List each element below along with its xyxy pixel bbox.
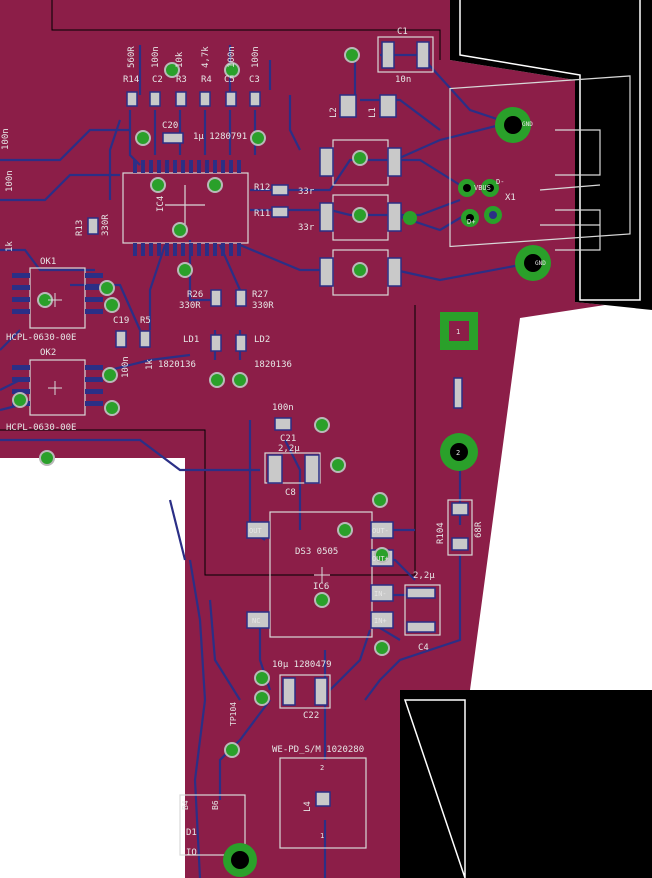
label-c1: C1 — [397, 27, 408, 37]
label-r11-val: 33r — [298, 223, 315, 233]
silk-labels: C1 10n R14 560R C2 100n R3 10k R4 4,7k C… — [1, 27, 546, 858]
label-l4-part: WE-PD_S/M 1020280 — [272, 745, 364, 755]
label-r3: R3 — [176, 75, 187, 85]
label-pad-1: 1 — [456, 328, 460, 336]
label-l1: L1 — [368, 107, 378, 118]
label-r14-val: 560R — [127, 46, 137, 68]
usb-pads — [403, 107, 551, 281]
label-r12-val: 33r — [298, 187, 315, 197]
label-c19-val: 100n — [121, 356, 131, 378]
label-left-100n: 100n — [5, 170, 15, 192]
label-gnd-top: GND — [522, 121, 533, 128]
label-c8-val: 2,2µ — [278, 444, 300, 454]
label-ds3: DS3 0505 — [295, 547, 338, 557]
label-c20-val: 1µ 1280791 — [193, 132, 247, 142]
label-c22-val: 10µ 1280479 — [272, 660, 332, 670]
label-c21: C21 — [280, 434, 296, 444]
label-r27-val: 330R — [252, 301, 274, 311]
label-ok1-part: HCPL-0630-00E — [6, 333, 76, 343]
label-ld2: LD2 — [254, 335, 270, 345]
label-x1: X1 — [505, 193, 516, 203]
vias — [12, 47, 390, 758]
label-c3: C3 — [249, 75, 260, 85]
label-out: OUT — [249, 527, 262, 535]
label-nc: NC — [252, 617, 260, 625]
label-c19: C19 — [113, 316, 129, 326]
label-ld1-val: 1820136 — [158, 360, 196, 370]
label-r3-val: 10k — [175, 51, 185, 68]
label-ld1: LD1 — [183, 335, 199, 345]
label-r14: R14 — [123, 75, 139, 85]
centre-marks — [48, 293, 330, 583]
label-ok1: OK1 — [40, 257, 56, 267]
terminal-pads — [223, 312, 478, 877]
label-r5: R5 — [140, 316, 151, 326]
label-c21-val: 100n — [272, 403, 294, 413]
label-ok2-part: HCPL-0630-00E — [6, 423, 76, 433]
label-c5: C5 — [224, 75, 235, 85]
label-r12: R12 — [254, 183, 270, 193]
label-c20: C20 — [162, 121, 178, 131]
label-out-minus: OUT- — [372, 527, 389, 535]
label-l4: L4 — [303, 801, 313, 812]
label-gnd-bottom: GND — [535, 260, 546, 267]
label-c5-val: 100n — [227, 46, 237, 68]
label-r26-val: 330R — [179, 301, 201, 311]
label-r4-val: 4,7k — [201, 46, 211, 68]
smd-pads — [87, 41, 469, 807]
keepout-top-frame — [459, 0, 641, 301]
label-l4-pin1: 1 — [320, 832, 324, 840]
label-io: IO — [186, 848, 197, 858]
label-l2: L2 — [329, 107, 339, 118]
label-c4: C4 — [418, 643, 429, 653]
label-c2-val: 100n — [151, 46, 161, 68]
label-c8: C8 — [285, 488, 296, 498]
label-c22: C22 — [303, 711, 319, 721]
label-in-plus: IN+ — [374, 617, 387, 625]
label-c4-val: 2,2µ — [413, 571, 435, 581]
board-outline — [0, 0, 605, 878]
label-vbus: VBUS — [474, 184, 491, 192]
label-in-minus: IN- — [374, 590, 387, 598]
label-tp104: TP104 — [229, 702, 238, 726]
label-c2: C2 — [152, 75, 163, 85]
label-dp: D+ — [467, 218, 475, 226]
label-ok2: OK2 — [40, 348, 56, 358]
label-d1: D1 — [186, 828, 197, 838]
label-r5-val: 1k — [145, 359, 155, 370]
label-c1-val: 10n — [395, 75, 411, 85]
label-r11: R11 — [254, 209, 270, 219]
section-line — [51, 0, 441, 60]
label-left-100n-b: 100n — [1, 128, 11, 150]
label-dm: D- — [496, 178, 504, 186]
label-l4-pin2: 2 — [320, 764, 324, 772]
label-ic4: IC4 — [156, 196, 166, 212]
label-r104-val: 68R — [474, 521, 484, 538]
label-r13-val: 330R — [101, 214, 111, 236]
label-b4: B4 — [181, 800, 190, 810]
label-r4: R4 — [201, 75, 212, 85]
label-ic6: IC6 — [313, 582, 329, 592]
label-c3-val: 100n — [251, 46, 261, 68]
section-line-2 — [0, 305, 416, 576]
keepout-bottom-right — [470, 690, 652, 878]
label-pad-2: 2 — [456, 449, 460, 457]
label-out-plus: OUT+ — [372, 555, 389, 563]
ic4-pins — [133, 160, 241, 256]
label-left-1k: 1k — [5, 241, 15, 252]
label-b6: B6 — [211, 800, 220, 810]
label-ld2-val: 1820136 — [254, 360, 292, 370]
label-r26: R26 — [187, 290, 203, 300]
label-r104: R104 — [436, 522, 446, 544]
label-r13: R13 — [75, 220, 85, 236]
label-r27: R27 — [252, 290, 268, 300]
keepout-bottom-right-frame — [403, 699, 466, 878]
